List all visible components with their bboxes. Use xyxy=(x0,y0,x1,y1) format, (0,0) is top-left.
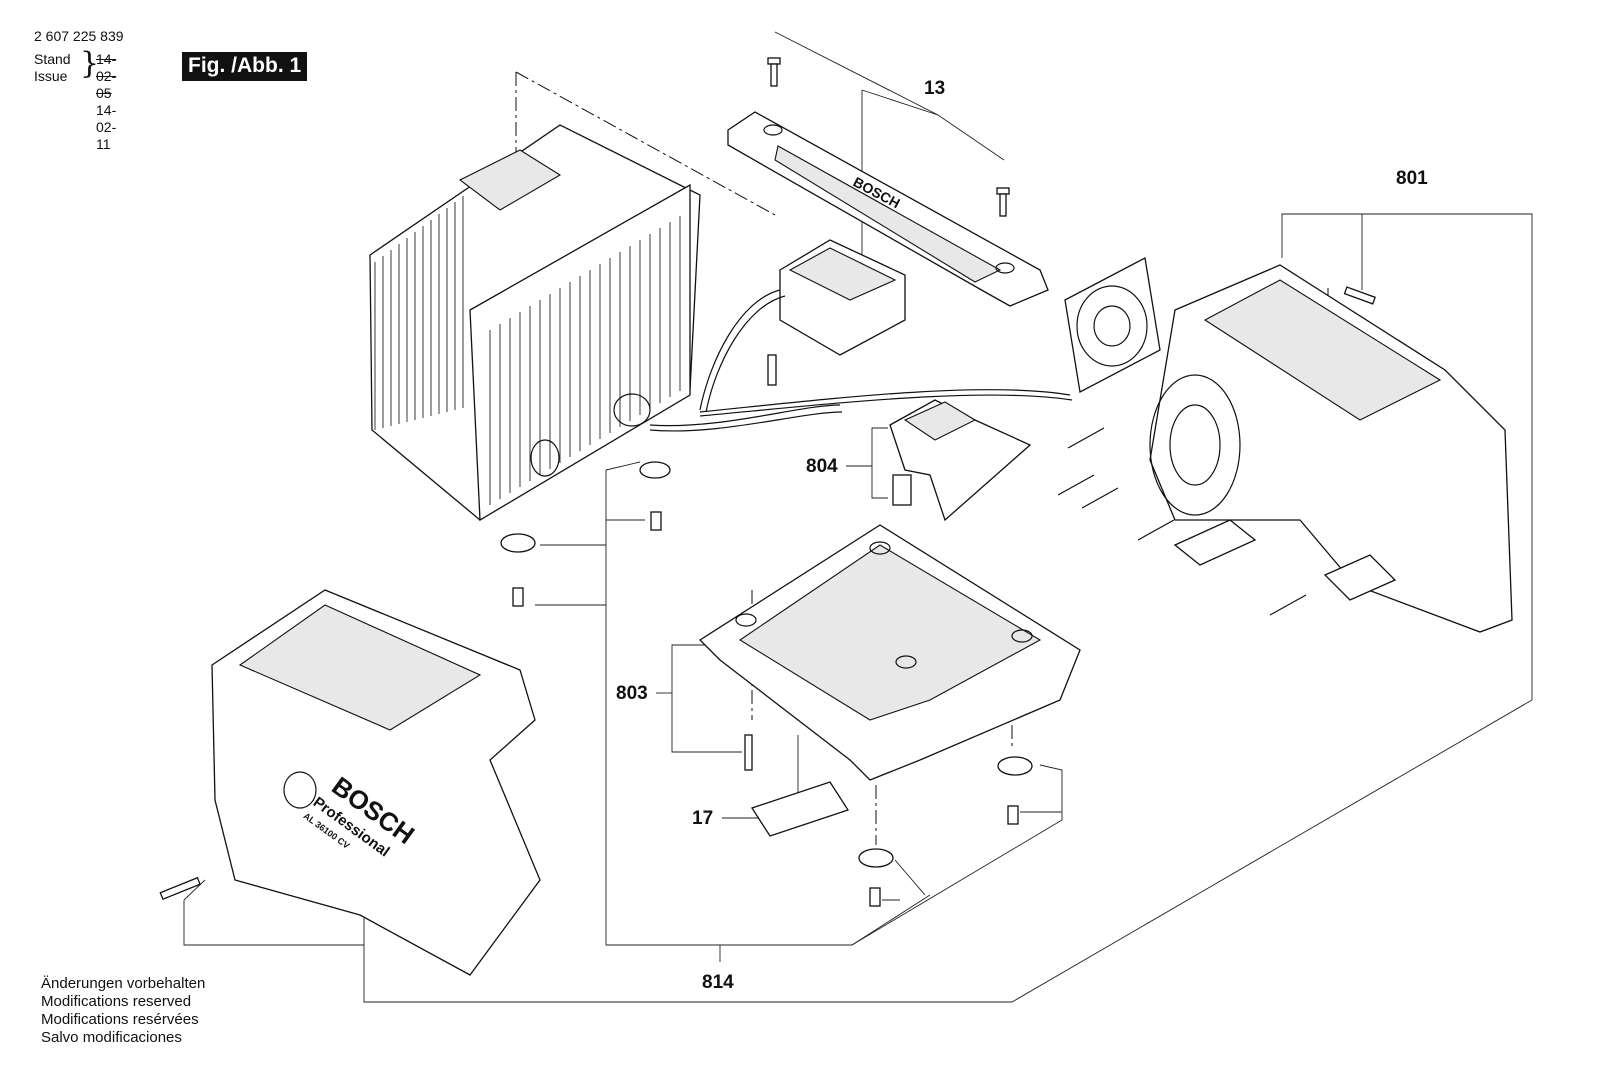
electronics-housing xyxy=(369,124,701,522)
notice-en: Modifications reserved xyxy=(41,993,192,1010)
leader-814 xyxy=(605,470,931,946)
cooling-fan xyxy=(1064,257,1161,393)
revision-dates: 14-02-05 14-02-11 xyxy=(96,51,124,153)
document-header: 2 607 225 839 Stand Issue } 14-02-05 14-… xyxy=(34,28,124,153)
revision-block: Stand Issue } 14-02-05 14-02-11 xyxy=(34,47,124,153)
revision-labels: Stand Issue xyxy=(34,51,71,85)
alignment-pin xyxy=(1067,427,1105,449)
label-plate-17 xyxy=(751,781,849,837)
rubber-feet-and-screws xyxy=(159,461,1033,907)
part-label-814: 814 xyxy=(702,972,734,993)
leader-803 xyxy=(671,644,742,753)
notice-fr: Modifications resérvées xyxy=(41,1011,199,1028)
part-label-804: 804 xyxy=(806,456,838,477)
part-label-17: 17 xyxy=(692,808,714,829)
notice-es: Salvo modificaciones xyxy=(41,1029,182,1046)
brace-symbol: } xyxy=(80,46,100,81)
leader-13 xyxy=(774,31,1005,161)
handle-plate-13: BOSCH xyxy=(727,57,1049,307)
alignment-pin xyxy=(1057,474,1095,496)
housing-shell-left: BOSCH Professional AL 36100 CV xyxy=(211,589,541,976)
part-label-803: 803 xyxy=(616,683,648,704)
switch-assembly-804 xyxy=(889,399,1032,522)
leader-804 xyxy=(871,427,888,499)
alignment-pin xyxy=(1137,519,1175,541)
housing-shell-801 xyxy=(1057,264,1513,633)
stand-date: 14-02-05 xyxy=(96,51,117,101)
issue-date: 14-02-11 xyxy=(96,102,117,152)
leader-801 xyxy=(1281,213,1533,700)
notice-de: Änderungen vorbehalten xyxy=(41,975,206,992)
alignment-pin xyxy=(1081,487,1119,509)
part-label-13: 13 xyxy=(924,78,946,99)
connector-block xyxy=(649,239,1073,432)
modification-notice: Änderungen vorbehalten Modifications res… xyxy=(41,975,205,1047)
stand-label: Stand xyxy=(34,51,71,67)
part-label-801: 801 xyxy=(1396,168,1428,189)
issue-label: Issue xyxy=(34,68,68,84)
leader-lines xyxy=(183,31,1533,1003)
base-housing xyxy=(698,524,1081,781)
figure-label: Fig. /Abb. 1 xyxy=(182,52,308,81)
alignment-pin xyxy=(1269,594,1307,616)
document-number: 2 607 225 839 xyxy=(34,28,124,44)
